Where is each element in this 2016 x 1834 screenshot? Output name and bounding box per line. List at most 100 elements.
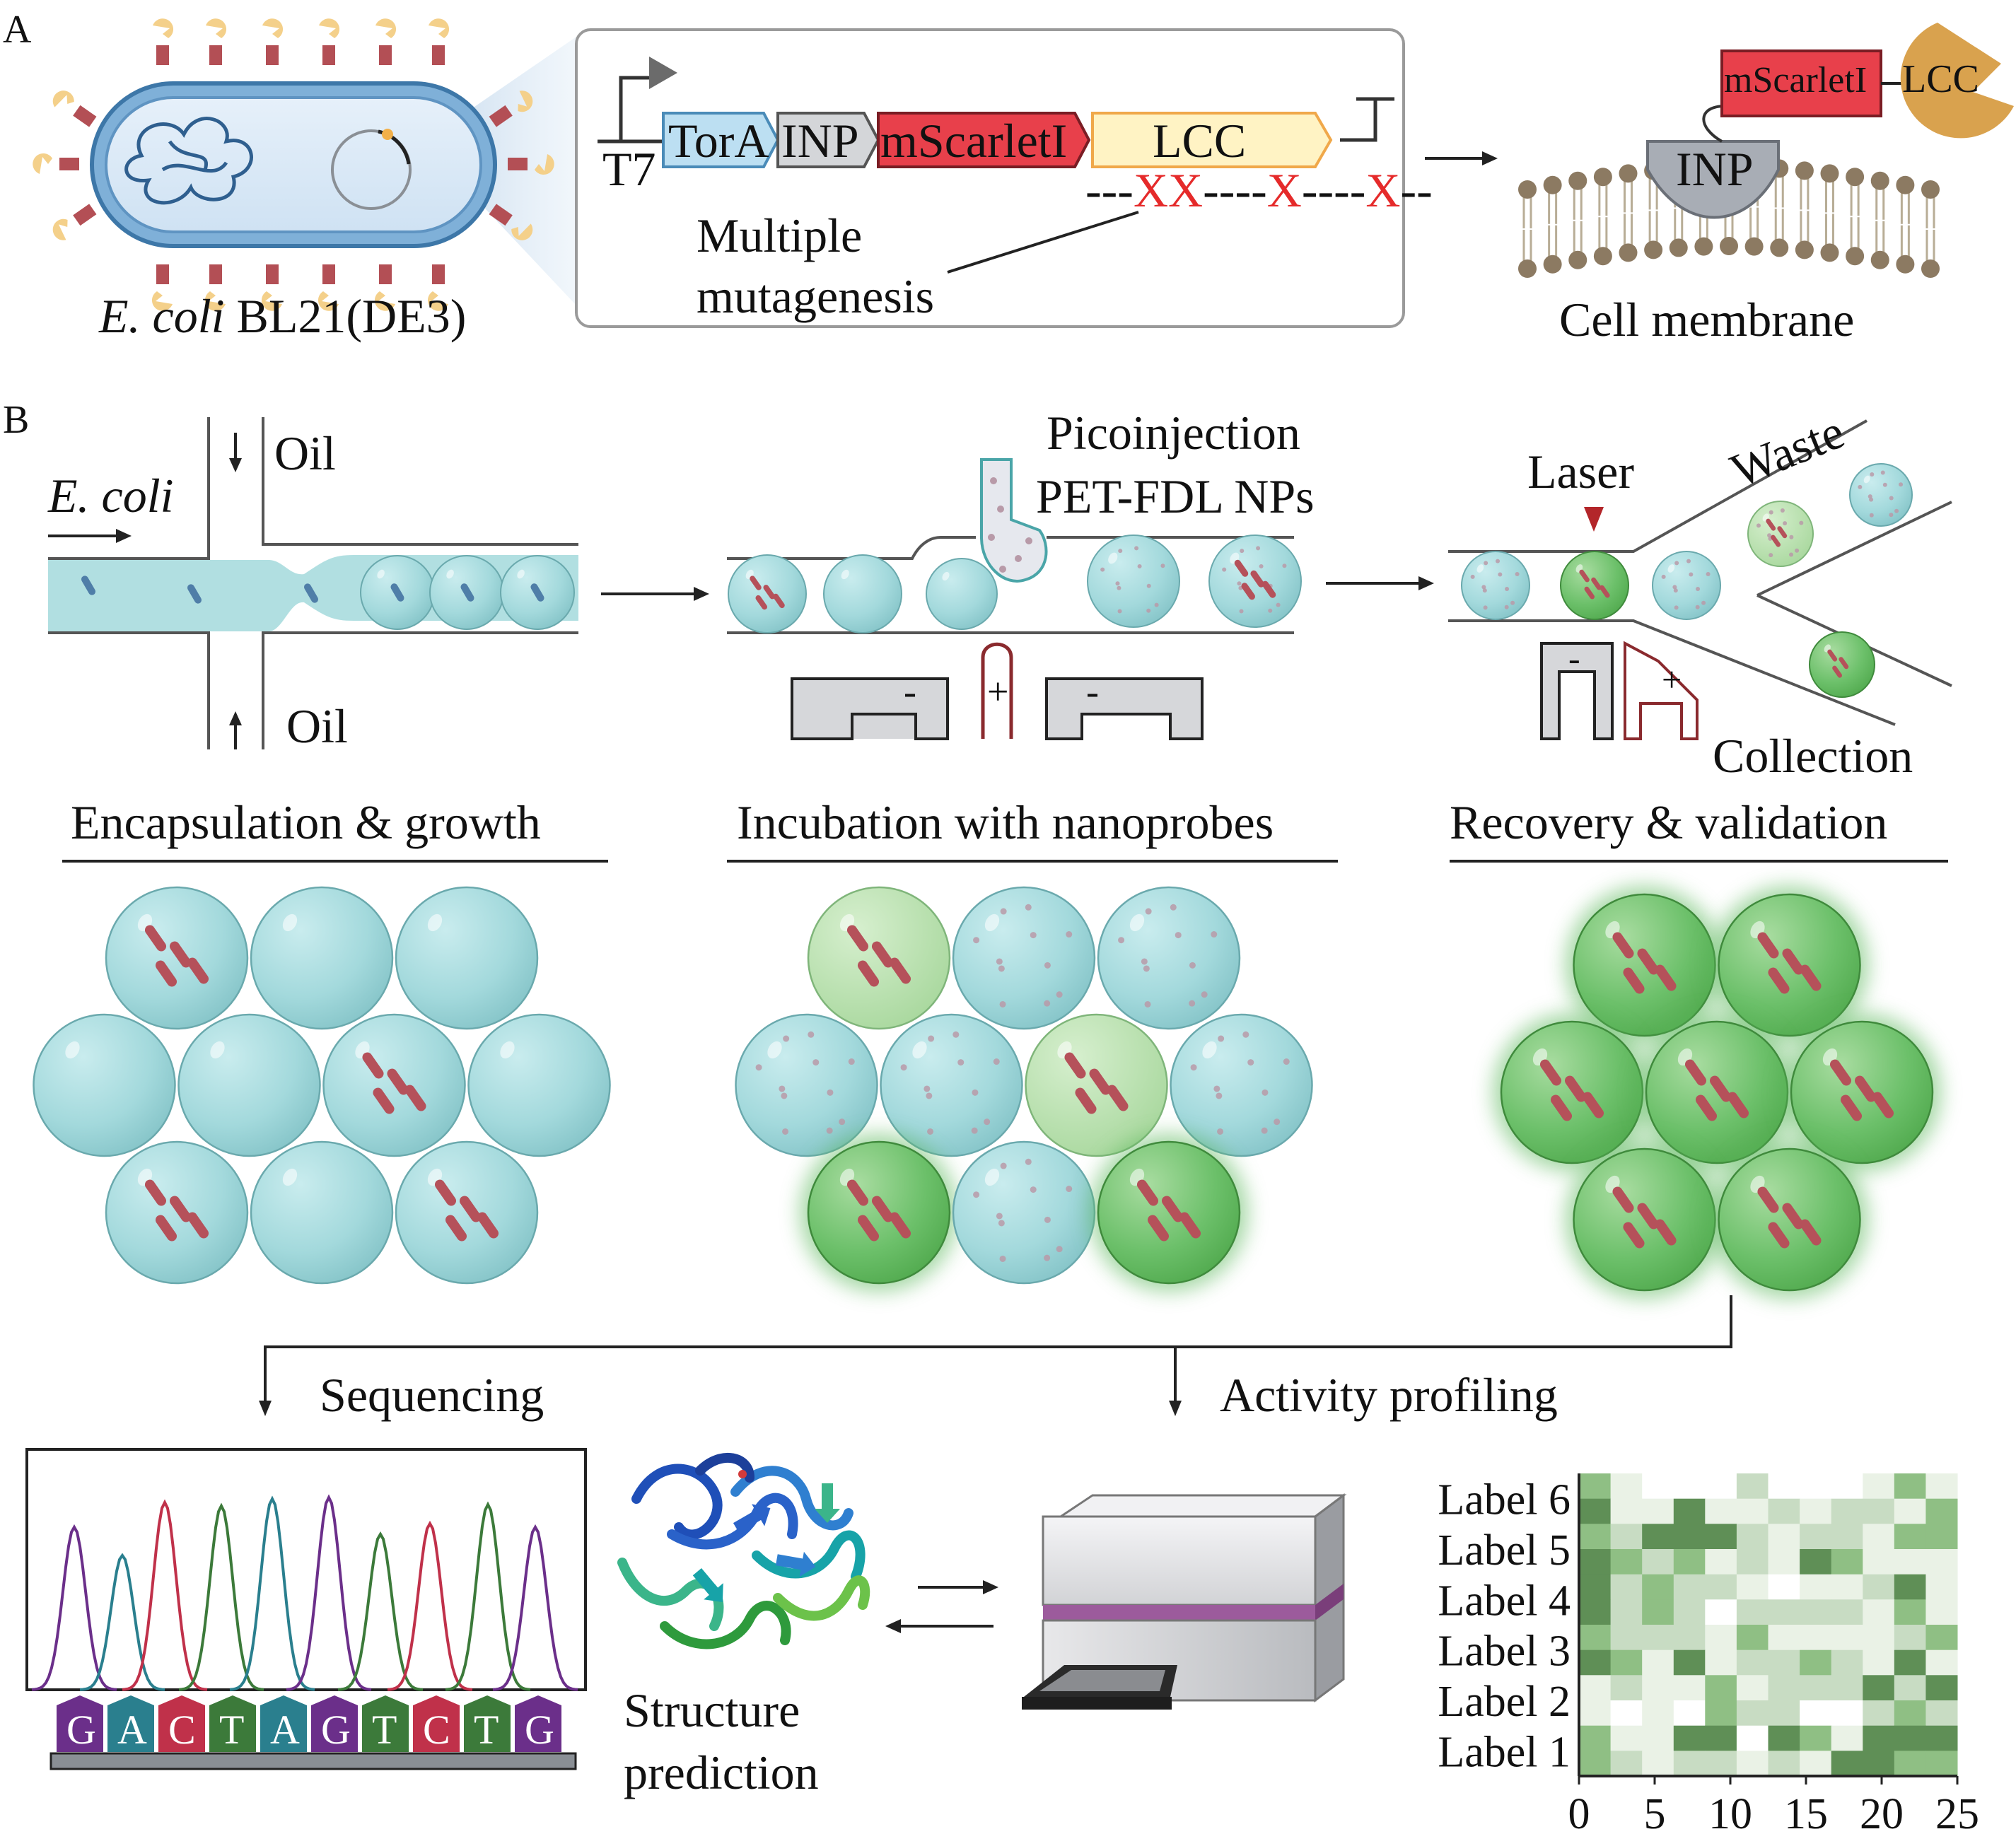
surface-protein [489,204,533,240]
heatmap-cell [1642,1498,1674,1524]
chromatogram-frame [25,1448,587,1691]
heatmap-cell [1705,1473,1737,1500]
surface-protein [261,264,282,311]
beta-strand [692,1568,723,1603]
mutagenesis-line1: Multiple [697,209,862,262]
fluorescent-droplet [1565,886,1724,1044]
surface-protein [204,264,226,311]
protein-structure [617,1453,870,1649]
heatmap-cell [1673,1599,1706,1625]
base-letter: T [219,1707,244,1753]
heatmap-cell [1925,1524,1958,1550]
droplet [1461,551,1530,620]
base-letter: G [66,1707,96,1753]
lipid-head [1896,255,1915,274]
lcc-enzyme [1900,23,2014,139]
droplet [1849,463,1913,527]
droplet [1208,535,1302,628]
heatmap-cell [1831,1599,1863,1625]
droplet-cluster-encapsulation [33,886,611,1285]
fluorescent-droplet [1710,1140,1869,1299]
heatmap-cell [1863,1549,1895,1575]
lipid-head [1593,168,1612,187]
lipid-head [1820,164,1839,183]
surface-protein [375,18,397,65]
heatmap-cell [1768,1524,1800,1550]
heatmap-cell [1610,1751,1643,1777]
fluorescent-droplet [800,1133,958,1292]
heatmap-cell [1800,1625,1832,1651]
laser-marker [1584,507,1604,532]
heatmap-cell [1925,1649,1958,1676]
sort-electrode-pos [1624,641,1699,740]
chromatogram-peak [492,1524,578,1691]
heatmap-cell [1642,1524,1674,1550]
heatmap-cell [1642,1473,1674,1500]
heatmap-cell [1800,1574,1832,1600]
fluorescent-droplet [1638,1013,1796,1172]
heatmap-cell [1831,1549,1863,1575]
terminator [1340,97,1394,142]
mutagenesis-pointer [947,211,1139,274]
heatmap-cell [1925,1700,1958,1727]
base-letter: C [423,1707,450,1753]
heatmap-cell [1579,1700,1612,1727]
lipid-head [1543,255,1562,274]
droplet-train-2 [728,535,1302,633]
fluorescent-droplet [1809,631,1875,698]
protein-ribbon [730,1466,853,1531]
lipid-head [1644,240,1663,259]
activity-label: Activity profiling [1220,1368,1558,1422]
workflow-split-arrows [259,1295,1732,1416]
lipid-head [1744,237,1764,256]
heatmap-cell [1705,1625,1737,1651]
step2-title: Incubation with nanoprobes [737,795,1274,849]
fluorescent-droplet [1783,1013,1941,1172]
protein-ribbon [695,1453,754,1483]
heatmap-cell [1673,1649,1706,1676]
heatmap-cell [1610,1725,1643,1751]
plate-reader-instrument [1022,1493,1347,1710]
base-letter: C [168,1707,196,1753]
promoter-arrow [619,76,649,140]
fluorescent-droplet [1493,1013,1651,1172]
heatmap-cell [1831,1725,1863,1751]
ecoli-cell-illustration [90,81,497,248]
heatmap-cell [1736,1524,1769,1550]
gene-mscarlet [877,112,1091,168]
heatmap-cell [1705,1700,1737,1727]
base-call-tag [107,1695,154,1752]
droplet [250,1140,394,1285]
heatmap-cell [1863,1473,1895,1500]
inp-label: INP [1676,142,1754,196]
heatmap-cell [1610,1625,1643,1651]
picoinjection-chip: - - + [727,458,1294,740]
heatmap-cell [1768,1700,1800,1727]
heatmap-cell [1736,1625,1769,1651]
surface-protein [52,204,97,240]
heatmap-cell [1863,1524,1895,1550]
heatmap-cell [1831,1675,1863,1701]
droplet [952,1140,1096,1285]
structure-line1: Structure [624,1683,800,1737]
droplet-train-1 [360,555,575,630]
construct-box [575,28,1405,328]
heatmap-cell [1736,1599,1769,1625]
base-letter: G [321,1707,351,1753]
chromatogram-peak [337,1531,424,1691]
protein-ribbon [660,1601,791,1649]
x-tick-label: 10 [1708,1790,1752,1830]
x-tick-label: 5 [1644,1790,1666,1830]
droplet [1025,1013,1168,1157]
surface-display-proteins [33,18,554,311]
heatmap-cell [1894,1625,1926,1651]
droplet [322,1013,466,1157]
heatmap-cell [1894,1700,1926,1727]
heatmap-cell [1863,1751,1895,1777]
heatmap-cell [1673,1700,1706,1727]
heatmap-cell [1736,1675,1769,1701]
x-tick-label: 25 [1935,1790,1979,1830]
heatmap-cell [1863,1498,1895,1524]
lipid-head [1795,161,1814,180]
